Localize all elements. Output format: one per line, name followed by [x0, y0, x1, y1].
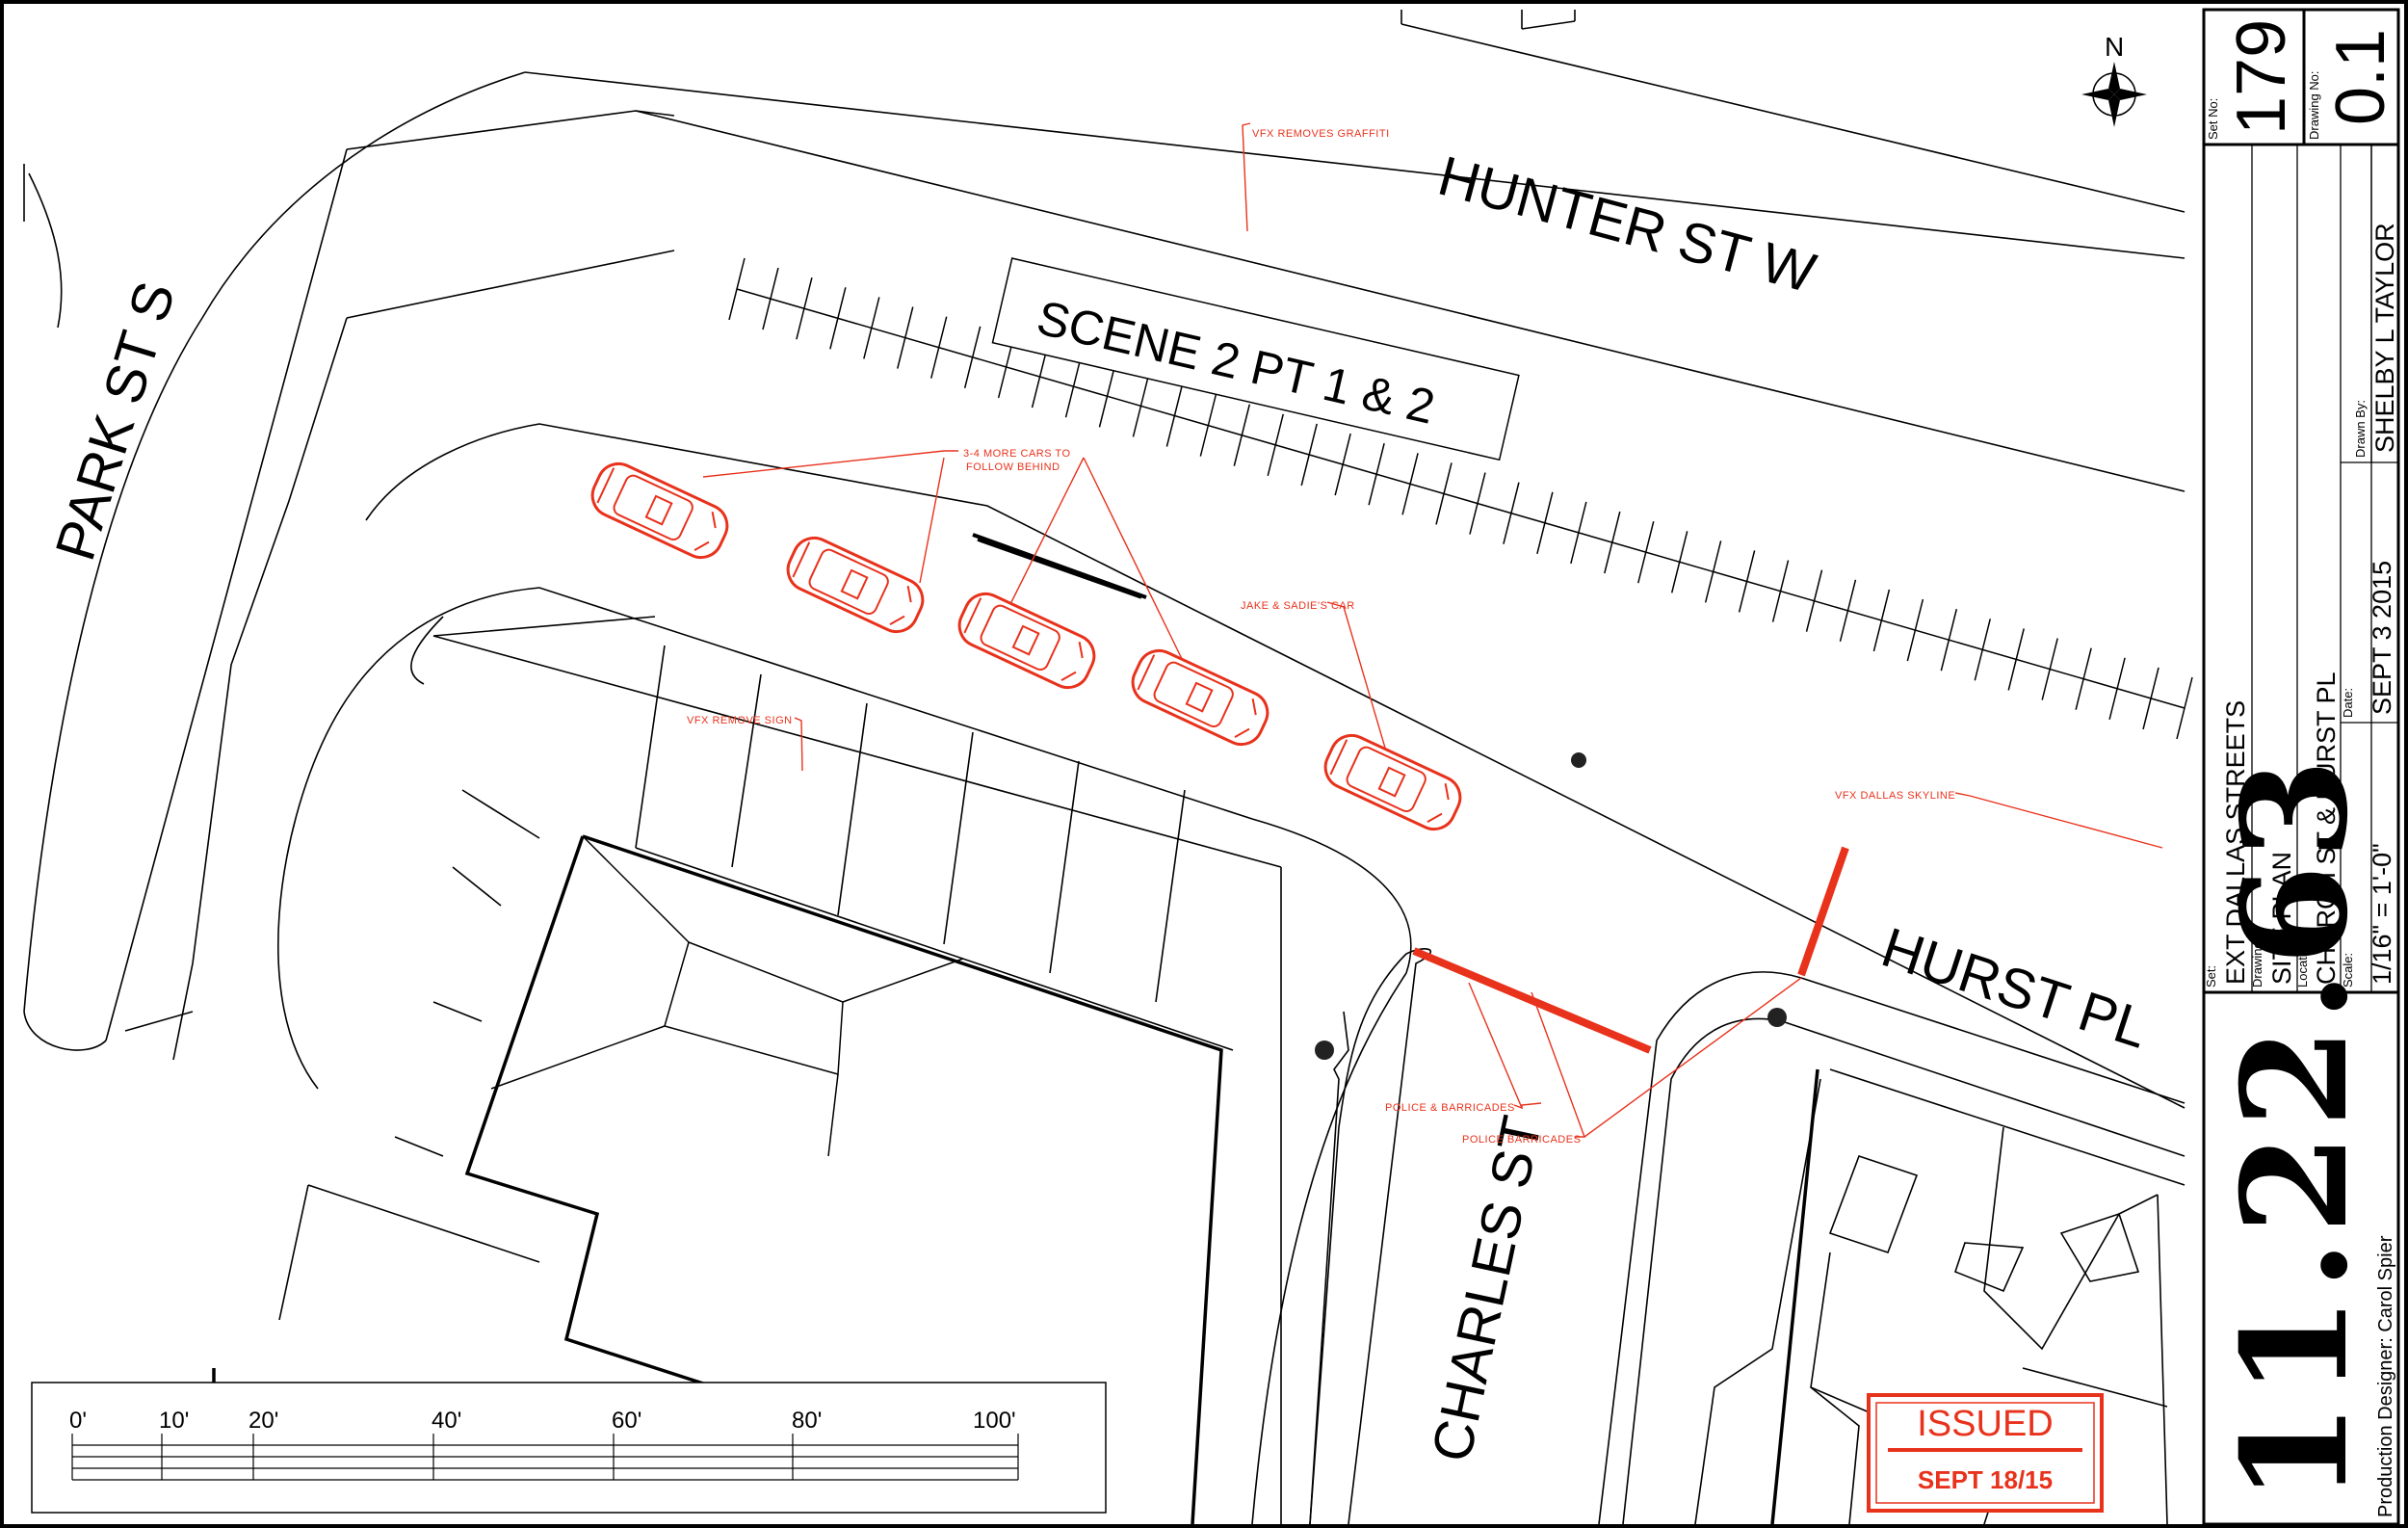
note-jake-sadie-car: JAKE & SADIE'S CAR	[1241, 600, 1355, 612]
set-value: EXT DALLAS STREETS	[2221, 700, 2250, 985]
scale-tick-label: 40'	[432, 1408, 461, 1434]
scale-tick-label: 0'	[69, 1408, 87, 1434]
drawing-no-label: Drawing No:	[2307, 70, 2321, 140]
curb-highlight	[972, 533, 1147, 599]
map-linework	[23, 10, 2186, 1525]
scale-label: Scale:	[2341, 953, 2355, 988]
street-label-charles: CHARLES ST	[1420, 1111, 1554, 1467]
note-more-cars-line2: FOLLOW BEHIND	[966, 461, 1060, 473]
drawn-by-label: Drawn By:	[2353, 400, 2368, 458]
red-annotations: VFX REMOVES GRAFFITI 3-4 MORE CARS TO FO…	[590, 122, 2163, 1146]
leader-lines	[702, 122, 2163, 1138]
street-label-hurst: HURST PL	[1874, 916, 2156, 1061]
car-icon	[1131, 648, 1269, 747]
building-footprint	[212, 538, 1819, 1525]
scale-tick-label: 60'	[612, 1408, 641, 1434]
date-label: Date:	[2341, 688, 2355, 718]
drawing-value: SITE PLAN	[2267, 852, 2296, 985]
drawn-by-value: SHELBY L TAYLOR	[2370, 223, 2399, 453]
parking-centerline	[736, 288, 2186, 709]
scale-bar: 0' 10' 20' 40' 60' 80' 100'	[31, 1382, 1107, 1514]
scale-tick-label: 10'	[159, 1408, 189, 1434]
car-icon	[590, 461, 729, 560]
pole-marker	[1767, 1008, 1787, 1027]
pole-marker	[1315, 1041, 1334, 1060]
car-icon	[786, 536, 925, 634]
title-block-frame	[2202, 8, 2400, 1526]
stamp-date: SEPT 18/15	[1918, 1465, 2053, 1494]
date-value: SEPT 3 2015	[2368, 561, 2396, 715]
note-police-barricades: POLICE & BARRICADES	[1385, 1102, 1515, 1114]
barricade-line	[1797, 846, 1849, 977]
note-police-barricades-2: POLICE BARRICADES	[1462, 1134, 1581, 1146]
location-value: CHURCH ST & HURST PL	[2312, 672, 2341, 985]
location-label: Location:	[2295, 936, 2310, 988]
scale-tick-label: 80'	[792, 1408, 822, 1434]
note-graffiti: VFX REMOVES GRAFFITI	[1252, 128, 1390, 140]
drawing-no-value: 0.1	[2322, 29, 2399, 125]
title-block: Set No: 179 Drawing No: 0.1 Drawn By: SH…	[2202, 8, 2400, 1526]
car-group	[590, 461, 1462, 831]
scale-tick-label: 20'	[249, 1408, 278, 1434]
compass-point	[2114, 89, 2147, 100]
scene-box: SCENE 2 PT 1 & 2	[991, 257, 1520, 461]
street-label-park: PARK ST S	[43, 275, 187, 567]
compass-point	[2108, 94, 2120, 127]
compass-point	[2108, 62, 2120, 94]
stamp-border	[1867, 1393, 2104, 1513]
set-label: Set:	[2204, 965, 2218, 988]
north-label: N	[2105, 32, 2124, 62]
barricade-line	[1412, 947, 1652, 1054]
stamp-inner-border	[1875, 1402, 2095, 1504]
north-arrow: N	[2081, 32, 2147, 127]
building-roof-lines	[490, 835, 964, 1157]
stamp-title: ISSUED	[1917, 1404, 2053, 1444]
scale-value: 1/16" = 1'-0"	[2368, 843, 2396, 985]
scale-tick-label: 100'	[973, 1408, 1016, 1434]
scene-box-border	[991, 257, 1520, 461]
production-designer: Production Designer: Carol Spier	[2375, 1235, 2396, 1517]
scale-bar-box	[31, 1382, 1107, 1514]
note-remove-sign: VFX REMOVE SIGN	[687, 715, 793, 726]
street-label-hunter: HUNTER ST W	[1432, 145, 1822, 305]
car-icon	[957, 592, 1096, 690]
pole-marker	[1571, 752, 1586, 768]
title-block-rules	[2251, 145, 2398, 992]
big-date-logo: 11.22.63	[2211, 752, 2380, 1503]
drawing-label: Drawing:	[2250, 938, 2264, 988]
compass-point	[2081, 89, 2114, 100]
note-dallas-skyline: VFX DALLAS SKYLINE	[1835, 790, 1955, 802]
set-no-label: Set No:	[2206, 98, 2220, 140]
scale-bar-rules	[71, 1434, 1019, 1481]
set-no-value: 179	[2223, 19, 2300, 135]
car-icon	[1323, 733, 1462, 831]
issued-stamp: ISSUED SEPT 18/15	[1867, 1393, 2104, 1513]
note-more-cars-line1: 3-4 MORE CARS TO	[963, 448, 1071, 460]
